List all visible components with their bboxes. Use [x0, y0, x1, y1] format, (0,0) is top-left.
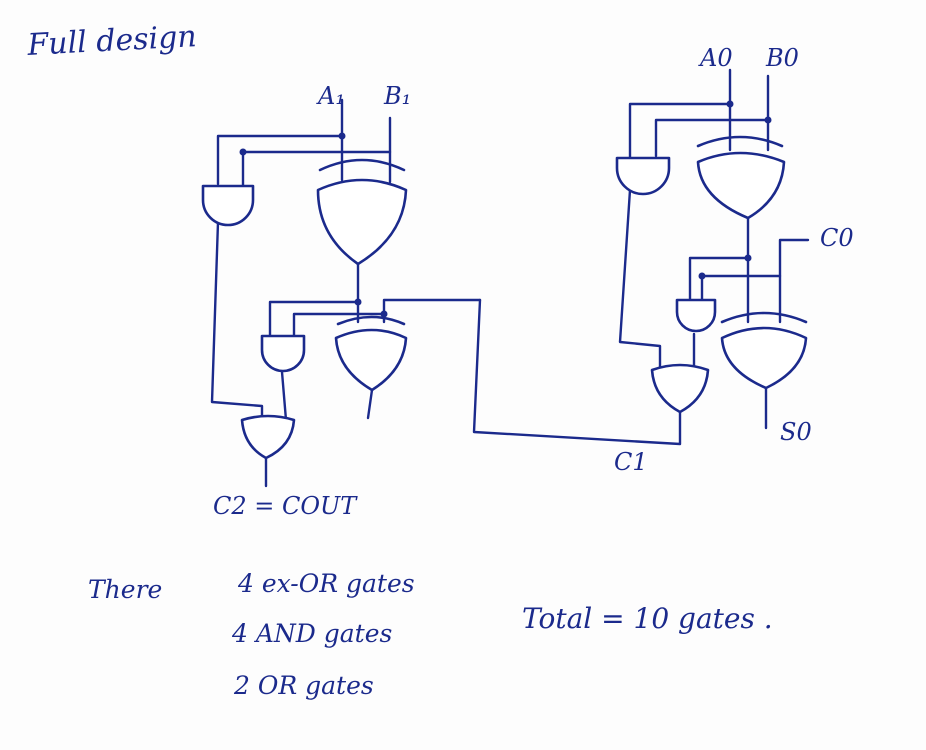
note-total: Total = 10 gates . [522, 602, 773, 635]
input-label-a1: A₁ [316, 82, 345, 110]
junction-dot [354, 298, 362, 306]
diagram-title: Full design [26, 19, 198, 63]
note-or-count: 2 OR gates [233, 671, 374, 700]
xor-gate-4 [720, 311, 808, 390]
xor-gate-1 [316, 158, 408, 266]
and-gate-4 [675, 298, 717, 333]
input-label-c0: C0 [820, 224, 854, 252]
junction-dot [744, 254, 752, 262]
junction-dot [764, 116, 772, 124]
wires-half-adder-1 [216, 98, 392, 188]
xor-gate-2 [334, 315, 408, 392]
junction-dot [239, 148, 247, 156]
and-gate-2 [260, 334, 306, 373]
xor-gate-3 [696, 135, 786, 220]
or-gate-1 [240, 414, 296, 460]
note-and-count: 4 AND gates [231, 619, 392, 648]
junction-dot [338, 132, 346, 140]
junction-dot [380, 310, 388, 318]
and-gate-1 [201, 184, 255, 227]
junction-dot [698, 272, 706, 280]
note-xor-count: 4 ex-OR gates [237, 569, 415, 598]
input-label-b0: B0 [765, 44, 799, 72]
wires-half-adder-2 [210, 220, 682, 488]
output-label-s0: S0 [780, 418, 812, 446]
output-label-c2-cout: C2 = COUT [213, 492, 358, 520]
input-label-b1: B₁ [383, 82, 411, 110]
note-there: There [88, 575, 162, 604]
or-gate-2 [650, 363, 710, 414]
junction-dot [726, 100, 734, 108]
input-label-a0: A0 [698, 44, 733, 72]
and-gate-3 [615, 156, 671, 196]
output-label-c1: C1 [614, 448, 648, 476]
wires-half-adder-3 [618, 68, 770, 370]
wires-half-adder-4 [688, 214, 810, 430]
